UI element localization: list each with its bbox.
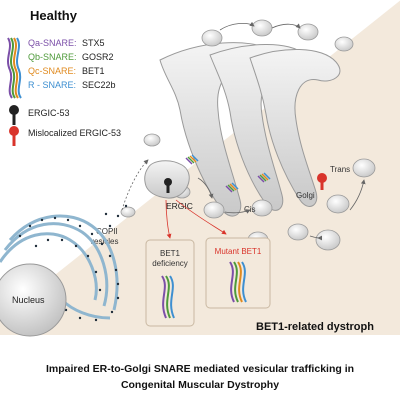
- legend-ergic53-label: ERGIC-53: [28, 108, 70, 118]
- legend-qc-name: BET1: [82, 66, 105, 76]
- mislocalized-ergic53-legend-icon: [9, 126, 19, 146]
- snare-bundle: [185, 154, 271, 193]
- vesicle: [143, 133, 161, 147]
- legend-mislocalized-label: Mislocalized ERGIC-53: [28, 128, 121, 138]
- endoplasmic-reticulum: [0, 214, 119, 320]
- mutant-bet1-box: Mutant BET1: [205, 237, 271, 309]
- nucleus-label: Nucleus: [12, 295, 45, 305]
- vesicle: [251, 199, 273, 217]
- bet1-deficiency-snare-icon: [161, 275, 175, 319]
- legend-r-name: SEC22b: [82, 80, 116, 90]
- ergic-label: ERGIC: [166, 201, 193, 211]
- vesicle: [297, 23, 319, 41]
- mutant-bet1-arrow: [175, 199, 227, 235]
- vesicle: [326, 194, 350, 214]
- vesicle: [201, 29, 223, 47]
- golgi-cisterna-3: [249, 49, 341, 207]
- er-membrane-1: [0, 232, 98, 301]
- bet1-deficiency-arrow: [165, 199, 172, 239]
- legend-qb-name: GOSR2: [82, 52, 114, 62]
- vesicle: [203, 201, 225, 219]
- vesicle: [251, 19, 273, 37]
- legend-qb-prefix: Qb-SNARE:: [28, 52, 77, 62]
- arrow: [224, 209, 251, 214]
- bet1-deficiency-label-2: deficiency: [152, 259, 188, 268]
- vesicles-group: [120, 19, 376, 251]
- snare-legend-icon: [7, 37, 22, 99]
- arrow: [309, 235, 323, 241]
- vesicle: [334, 36, 354, 52]
- arrow: [271, 23, 301, 29]
- legend-item-qc: Qc-SNARE: BET1: [28, 66, 105, 76]
- legend-qa-prefix: Qa-SNARE:: [28, 38, 77, 48]
- vesicle: [352, 158, 376, 178]
- golgi-label: Golgi: [296, 191, 315, 200]
- trafficking-arrows: [121, 21, 366, 241]
- disease-label: BET1-related dystroph: [256, 321, 374, 333]
- copii-label: COPII: [96, 227, 118, 236]
- ergic-compartment: [144, 160, 190, 199]
- disease-arrows: [165, 199, 227, 239]
- legend-r-prefix: R - SNARE:: [28, 80, 76, 90]
- er-ribosomes: [18, 204, 128, 322]
- copii-arrow: [121, 159, 149, 211]
- vesicle: [120, 206, 136, 218]
- trans-label: Trans: [330, 165, 350, 174]
- legend-item-qa: Qa-SNARE: STX5: [28, 38, 105, 48]
- legend-qa-name: STX5: [82, 38, 105, 48]
- arrow: [219, 21, 255, 31]
- cis-label: Cis: [244, 205, 256, 214]
- vesicles-label: vesicles: [90, 237, 118, 246]
- ergic53-legend-icon: [9, 105, 19, 125]
- arrow: [349, 179, 366, 211]
- healthy-title: Healthy: [30, 8, 78, 23]
- legend-qc-prefix: Qc-SNARE:: [28, 66, 76, 76]
- mutant-bet1-label: Mutant BET1: [215, 247, 262, 256]
- legend-item-qb: Qb-SNARE: GOSR2: [28, 52, 114, 62]
- caption-line-1: Impaired ER-to-Golgi SNARE mediated vesi…: [46, 363, 354, 375]
- legend-item-r: R - SNARE: SEC22b: [28, 80, 116, 90]
- arrow: [197, 177, 214, 199]
- er-membrane-3: [8, 214, 119, 311]
- bet1-deficiency-label-1: BET1: [160, 249, 181, 258]
- vesicle: [315, 229, 341, 251]
- nucleus: [0, 263, 67, 337]
- ergic53-marker: [164, 178, 172, 186]
- vesicle: [287, 223, 309, 241]
- bet1-deficiency-box: BET1 deficiency: [145, 239, 195, 327]
- mutant-bet1-snare-icon: [229, 261, 247, 303]
- er-membrane-2: [3, 222, 109, 307]
- golgi-stack: [159, 42, 341, 217]
- caption-line-2: Congenital Muscular Dystrophy: [121, 379, 279, 391]
- mislocalized-ergic53-marker: [317, 173, 327, 190]
